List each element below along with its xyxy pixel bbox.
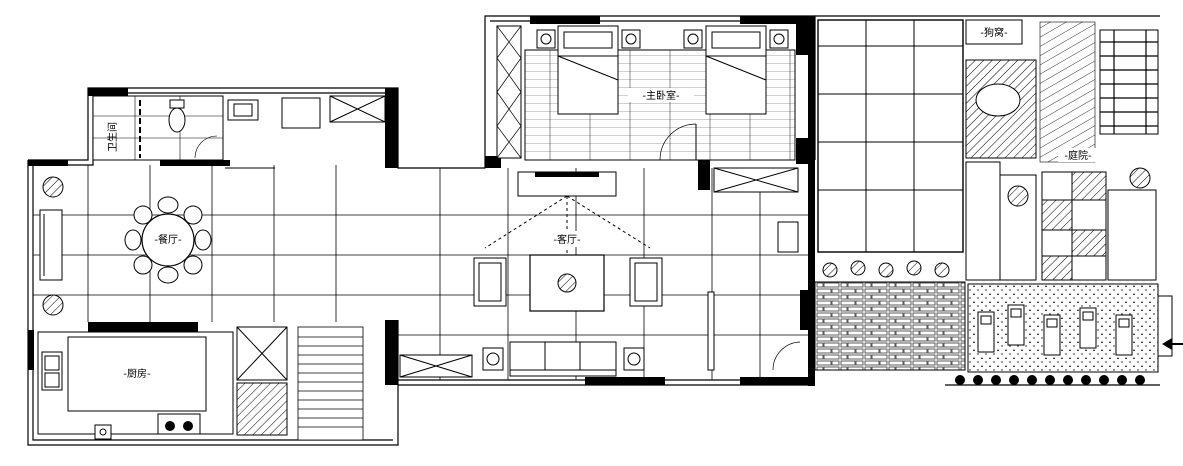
kennel-label: -狗窝-: [980, 26, 1008, 39]
wall-solids: [28, 16, 815, 386]
master-bedroom-label: -主卧室-: [642, 89, 680, 102]
living-room: -客厅-: [398, 167, 808, 380]
garden-label: -庭院-: [1064, 149, 1092, 162]
garden-area: -狗窝-: [814, 19, 1173, 385]
kitchen: -厨房-: [37, 331, 234, 440]
glass-room: [817, 19, 964, 253]
stairwell: [236, 326, 364, 441]
bathroom: 卫生间: [92, 95, 386, 169]
arrow-left-icon: [1162, 338, 1183, 350]
bathroom-label: 卫生间: [106, 122, 119, 152]
dining-room: -餐厅-: [33, 165, 398, 322]
living-label: -客厅-: [553, 233, 581, 246]
master-bedroom: -主卧室-: [496, 25, 796, 161]
dining-label: -餐厅-: [154, 233, 182, 246]
kitchen-label: -厨房-: [123, 367, 151, 380]
